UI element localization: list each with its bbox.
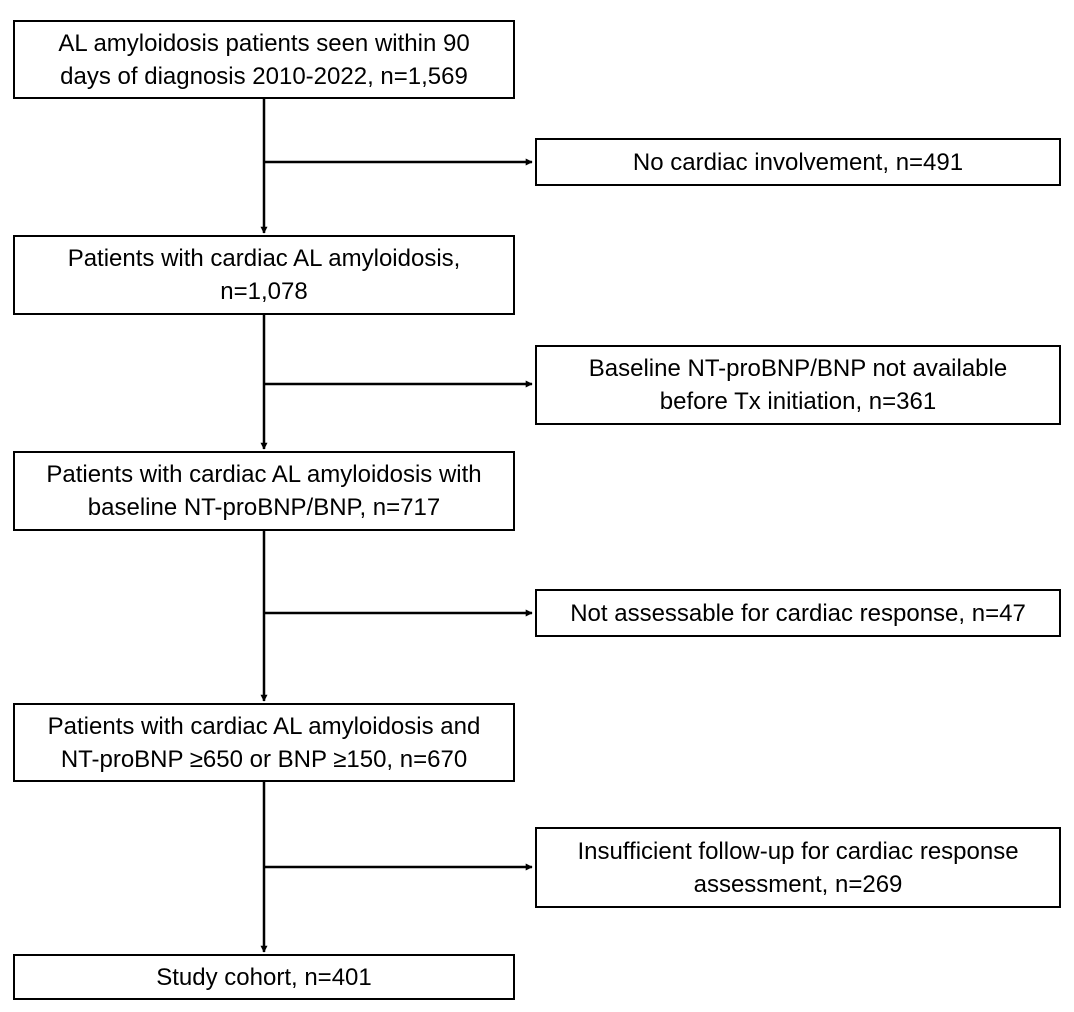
exclusion-box-4: Insufficient follow-up for cardiac respo… [535,827,1061,908]
step-box-4: Patients with cardiac AL amyloidosis and… [13,703,515,782]
step-4-line-2: NT-proBNP ≥650 or BNP ≥150, n=670 [60,745,468,773]
step-1-line-2: days of diagnosis 2010-2022, n=1,569 [60,62,468,90]
exclusion-2-line-2: before Tx initiation, n=361 [659,388,937,415]
exclusion-box-2: Baseline NT-proBNP/BNP not available bef… [535,345,1061,425]
exclusion-1-line-1: No cardiac involvement, n=491 [632,148,964,176]
step-2-line-1: Patients with cardiac AL amyloidosis, [67,245,461,272]
exclusion-3-line-1: Not assessable for cardiac response, n=4… [570,599,1026,627]
exclusion-box-1: No cardiac involvement, n=491 [535,138,1061,186]
exclusion-4-line-1: Insufficient follow-up for cardiac respo… [577,837,1019,865]
step-box-2: Patients with cardiac AL amyloidosis, n=… [13,235,515,315]
exclusion-2-line-1: Baseline NT-proBNP/BNP not available [588,355,1008,382]
step-2-line-2: n=1,078 [220,278,308,305]
exclusion-box-3: Not assessable for cardiac response, n=4… [535,589,1061,637]
step-box-5: Study cohort, n=401 [13,954,515,1000]
step-4-line-1: Patients with cardiac AL amyloidosis and [47,712,481,740]
step-box-3: Patients with cardiac AL amyloidosis wit… [13,451,515,531]
step-3-line-2: baseline NT-proBNP/BNP, n=717 [87,494,441,521]
step-1-line-1: AL amyloidosis patients seen within 90 [58,29,470,57]
step-3-line-1: Patients with cardiac AL amyloidosis wit… [46,461,482,488]
exclusion-4-line-2: assessment, n=269 [693,870,903,898]
step-5-line-1: Study cohort, n=401 [156,963,372,991]
step-box-1: AL amyloidosis patients seen within 90 d… [13,20,515,99]
